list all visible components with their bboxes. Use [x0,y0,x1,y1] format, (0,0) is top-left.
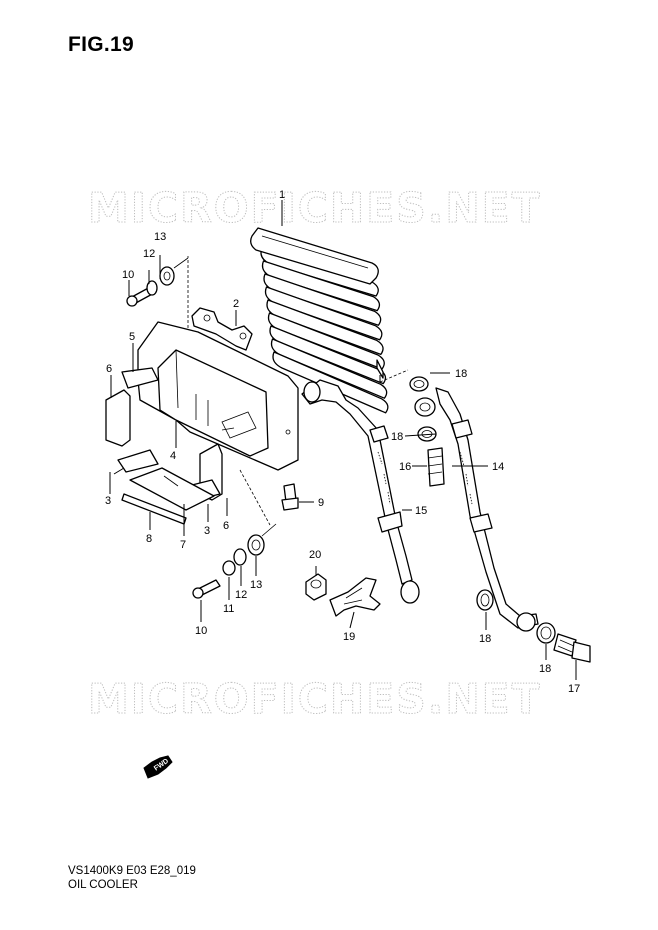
cushion-left [117,449,159,473]
cooler-bracket [137,307,299,471]
cooler-fin [264,286,383,341]
callout-17: 17 [568,683,580,695]
cooler-fin [270,338,388,399]
callout-2: 2 [233,298,239,310]
callout-13-lower: 13 [250,579,262,591]
lower-fasteners [192,523,277,599]
callout-13-upper: 13 [154,231,166,243]
callout-6-right: 6 [223,520,229,532]
callout-12-upper: 12 [143,248,155,260]
clamp-19 [329,577,381,617]
callout-16: 16 [399,461,411,473]
callout-numbers: 1 2 3 3 4 5 6 6 7 8 9 10 10 11 12 12 13 … [105,189,580,695]
bolt-9 [281,483,299,511]
callout-12-lower: 12 [235,589,247,601]
callout-14: 14 [492,461,504,473]
callout-10-lower: 10 [195,625,207,637]
callout-11: 11 [223,603,234,615]
callout-1: 1 [279,189,285,201]
callout-18-bottom-right: 18 [539,663,551,675]
oil-hose-15 [301,379,420,604]
oil-cooler-core [250,227,389,414]
banjo-bolt-17 [553,633,591,663]
gaskets-18 [409,376,556,644]
callout-20: 20 [309,549,321,561]
spacer-plate [129,467,215,511]
cooler-fin [263,273,382,326]
callout-6-left: 6 [106,363,112,375]
rubber-cushion-upper [121,367,159,389]
forward-direction-arrow-icon: FWD [143,755,173,779]
watermark-top: MICROFICHES.NET [88,184,542,232]
upper-fasteners [126,257,189,307]
callout-10-upper: 10 [122,269,134,281]
footer-section-title: OIL COOLER [68,879,138,891]
callout-18-bottom-left: 18 [479,633,491,645]
callout-3-left: 3 [105,495,111,507]
callout-8: 8 [146,533,152,545]
callout-18-top: 18 [455,368,467,380]
callout-9: 9 [318,497,324,509]
watermark-bottom: MICROFICHES.NET [88,675,542,723]
cooler-fin [261,260,381,312]
nut-20 [305,573,327,601]
callout-18-mid: 18 [391,431,403,443]
callout-4: 4 [170,450,176,462]
footer-model-code: VS1400K9 E03 E28_019 [68,865,196,877]
callout-15: 15 [415,505,427,517]
callout-5: 5 [129,331,135,343]
cooler-fin [266,299,384,356]
rubber-pad-left [105,389,131,447]
callout-7: 7 [180,539,186,551]
callout-19: 19 [343,631,355,643]
cooler-fin [272,351,389,414]
page-footer: VS1400K9 E03 E28_019 OIL COOLER [68,864,196,892]
leader-lines [109,255,577,680]
figure-title: FIG.19 [68,33,134,56]
callout-3-right: 3 [204,525,210,537]
union-fitting-16 [427,447,445,487]
oil-hose-14 [414,387,539,632]
